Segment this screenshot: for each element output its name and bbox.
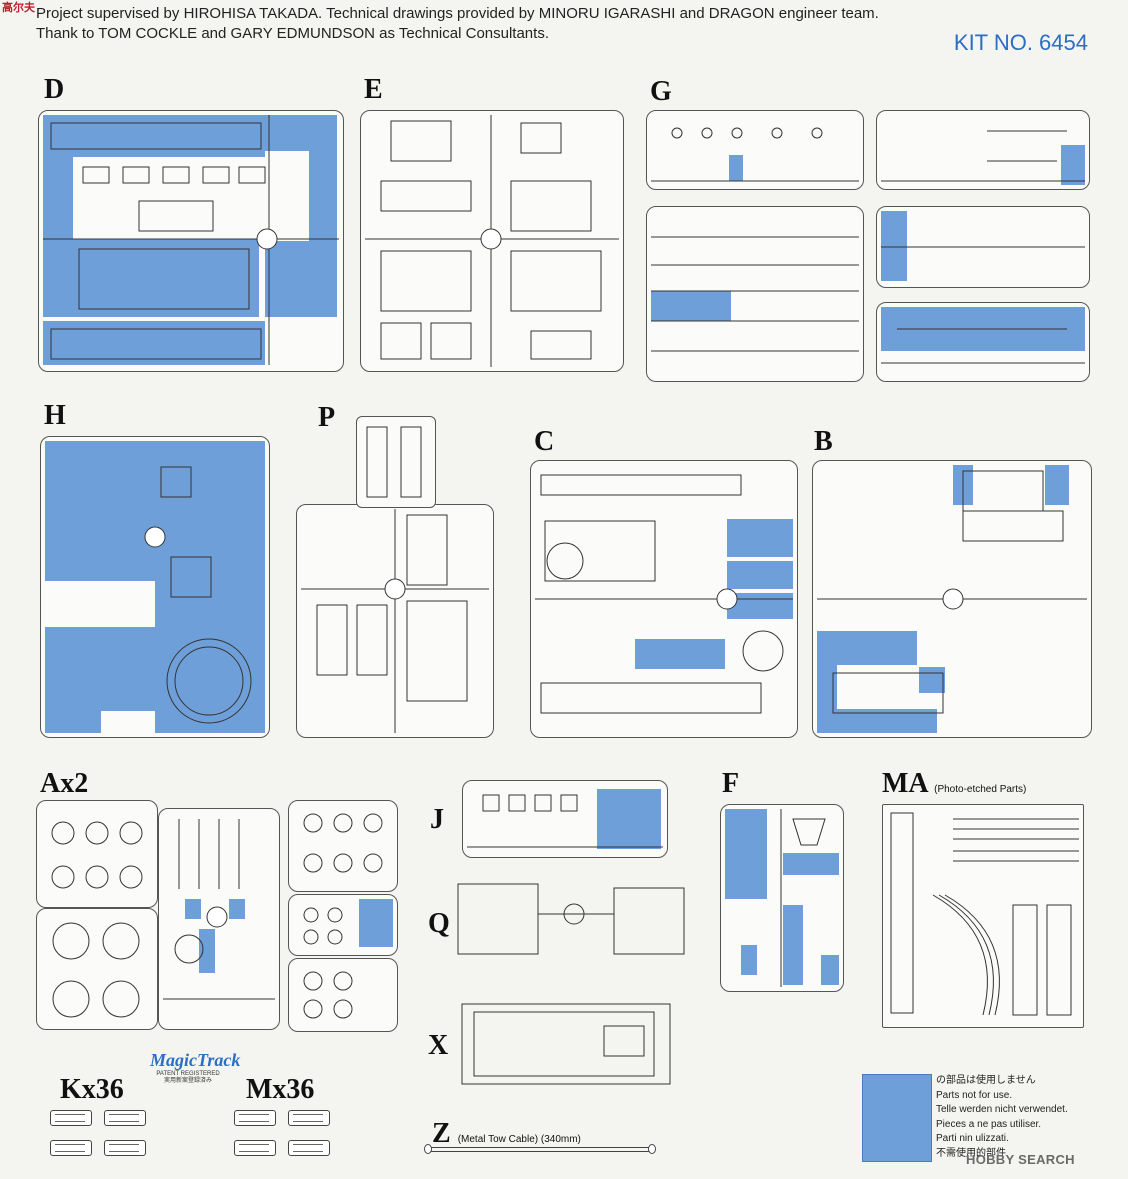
source-watermark: HOBBY SEARCH — [966, 1152, 1075, 1167]
sprue-label-e: E — [364, 74, 383, 105]
sprue-c-drawing — [535, 474, 793, 714]
sprue-label-d: D — [44, 74, 65, 105]
sprue-g1-drawing — [651, 127, 859, 182]
sprue-label-z-text: Z — [432, 1118, 451, 1149]
credit-line-1: Project supervised by HIROHISA TAKADA. T… — [36, 5, 879, 22]
sprue-g4-drawing — [881, 211, 1085, 281]
sprue-label-j: J — [430, 804, 444, 835]
track-link-k — [104, 1110, 146, 1126]
sprue-g2 — [876, 110, 1090, 190]
sprue-g5-drawing — [881, 307, 1085, 364]
sprue-a3 — [158, 808, 280, 1030]
sprue-g3 — [646, 206, 864, 382]
sprue-a5-drawing — [303, 899, 393, 947]
sprue-e-drawing — [365, 115, 619, 367]
patent-text-jp: 実用新案登録済み — [163, 1078, 212, 1084]
sprue-label-m: Mx36 — [246, 1074, 315, 1105]
sprue-g3-drawing — [651, 236, 859, 352]
sprue-label-k: Kx36 — [60, 1074, 124, 1105]
sprue-p-drawing — [301, 509, 489, 733]
sprue-a2-drawing — [52, 922, 140, 1018]
sprue-b-drawing — [817, 465, 1087, 733]
sprue-h — [40, 436, 270, 738]
legend-line: Pieces a ne pas utiliser. — [936, 1118, 1042, 1130]
sprue-a6 — [288, 958, 398, 1032]
sprue-q-drawing — [457, 883, 685, 955]
magictrack-logo: MagicTrack PATENT REGISTERED 実用新案登録済み — [150, 1050, 241, 1085]
sprue-x — [454, 996, 678, 1092]
sprue-g2-drawing — [881, 130, 1085, 185]
sprue-label-q: Q — [428, 908, 450, 939]
sprue-a5 — [288, 894, 398, 956]
legend-line: 不需使用的部件 — [936, 1147, 1006, 1159]
track-link-m — [288, 1110, 330, 1126]
sprue-a4-drawing — [303, 813, 383, 873]
track-link-k — [50, 1140, 92, 1156]
track-link-m — [234, 1140, 276, 1156]
z-note: (Metal Tow Cable) (340mm) — [457, 1134, 581, 1145]
sprue-p-top — [356, 416, 436, 508]
sprue-label-a: Ax2 — [40, 768, 89, 799]
unused-parts-swatch — [862, 1074, 932, 1162]
sprue-d-drawing — [43, 115, 339, 365]
sprue-label-g: G — [650, 76, 672, 107]
ma-note: (Photo-etched Parts) — [934, 784, 1027, 795]
sprue-h-drawing — [45, 441, 265, 733]
credit-line-2: Thank to TOM COCKLE and GARY EDMUNDSON a… — [36, 25, 549, 42]
sprue-x-drawing — [461, 1003, 671, 1085]
sprue-label-c: C — [534, 426, 555, 457]
sprue-p-top-drawing — [366, 426, 422, 498]
sprue-a6-drawing — [303, 971, 353, 1019]
sprue-e — [360, 110, 624, 372]
kit-number: KIT NO. 6454 — [953, 30, 1088, 55]
sprue-f-drawing — [725, 809, 839, 987]
sprue-g5 — [876, 302, 1090, 382]
sprue-p — [296, 504, 494, 738]
sprue-j-drawing — [467, 789, 663, 849]
sprue-g1 — [646, 110, 864, 190]
sprue-label-z: Z (Metal Tow Cable) (340mm) — [432, 1120, 581, 1154]
tow-cable — [424, 1144, 656, 1154]
sprue-g4 — [876, 206, 1090, 288]
sprue-ma-drawing — [890, 812, 1079, 1016]
credits: Project supervised by HIROHISA TAKADA. T… — [36, 4, 879, 44]
patent-text: PATENT REGISTERED — [156, 1071, 220, 1077]
legend-line: の部品は使用しません — [936, 1075, 1036, 1086]
sprue-label-ma-text: MA — [882, 768, 928, 799]
sprue-q — [454, 880, 694, 960]
legend-line: Telle werden nicht verwendet. — [936, 1104, 1068, 1116]
sprue-a1-drawing — [51, 821, 143, 889]
sprue-c — [530, 460, 798, 738]
sprue-label-h: H — [44, 400, 66, 431]
sprue-j — [462, 780, 668, 858]
track-link-m — [288, 1140, 330, 1156]
sprue-label-b: B — [814, 426, 833, 457]
unused-parts-legend: の部品は使用しません Parts not for use. Telle werd… — [936, 1074, 1068, 1162]
track-link-k — [104, 1140, 146, 1156]
sprue-ma — [882, 804, 1084, 1028]
legend-line: Parti nin ulizzati. — [936, 1133, 1009, 1145]
sprue-f — [720, 804, 844, 992]
sprue-b — [812, 460, 1092, 738]
sprue-label-ma: MA (Photo-etched Parts) — [882, 770, 1026, 804]
sprue-label-p: P — [318, 402, 336, 433]
sprue-label-f: F — [722, 768, 740, 799]
sprue-d — [38, 110, 344, 372]
sprue-a3-drawing — [163, 819, 275, 1000]
track-link-m — [234, 1110, 276, 1126]
sprue-label-x: X — [428, 1030, 449, 1061]
sprue-a2 — [36, 908, 158, 1030]
track-link-k — [50, 1110, 92, 1126]
legend-line: Parts not for use. — [936, 1089, 1013, 1101]
sprue-a4 — [288, 800, 398, 892]
sprue-a1 — [36, 800, 158, 908]
magictrack-logo-text: MagicTrack — [150, 1050, 241, 1070]
watermark-logo: 高尔夫 — [2, 2, 35, 14]
